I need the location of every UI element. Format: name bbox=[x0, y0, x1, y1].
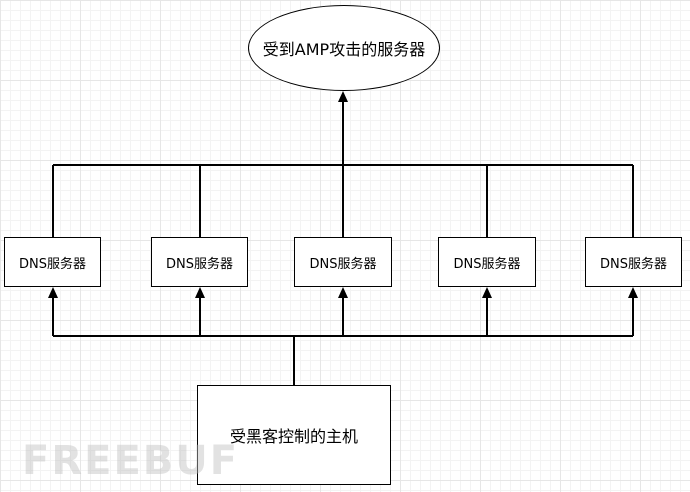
target-server-label: 受到AMP攻击的服务器 bbox=[262, 40, 426, 59]
arrowhead-dns-3 bbox=[338, 287, 348, 298]
dns-server-node-5: DNS服务器 bbox=[585, 237, 682, 287]
dns-server-label: DNS服务器 bbox=[600, 256, 667, 272]
attacker-host-node: 受黑客控制的主机 bbox=[197, 385, 391, 485]
dns-server-label: DNS服务器 bbox=[453, 256, 521, 272]
arrowhead-target bbox=[338, 91, 348, 102]
dns-server-node-4: DNS服务器 bbox=[438, 237, 536, 287]
arrowhead-dns-2 bbox=[195, 287, 205, 298]
dns-server-label: DNS服务器 bbox=[166, 256, 233, 272]
arrowhead-dns-4 bbox=[482, 287, 492, 298]
freebuf-watermark: FREEBUF bbox=[22, 438, 240, 484]
dns-server-node-2: DNS服务器 bbox=[151, 237, 248, 287]
arrowhead-dns-1 bbox=[48, 287, 58, 298]
dns-server-label: DNS服务器 bbox=[19, 256, 86, 272]
target-server-node: 受到AMP攻击的服务器 bbox=[248, 5, 440, 91]
dns-server-node-3: DNS服务器 bbox=[294, 237, 392, 287]
attacker-host-label: 受黑客控制的主机 bbox=[229, 427, 358, 446]
dns-server-node-1: DNS服务器 bbox=[4, 237, 101, 287]
arrowhead-dns-5 bbox=[628, 287, 638, 298]
dns-server-label: DNS服务器 bbox=[309, 256, 377, 272]
